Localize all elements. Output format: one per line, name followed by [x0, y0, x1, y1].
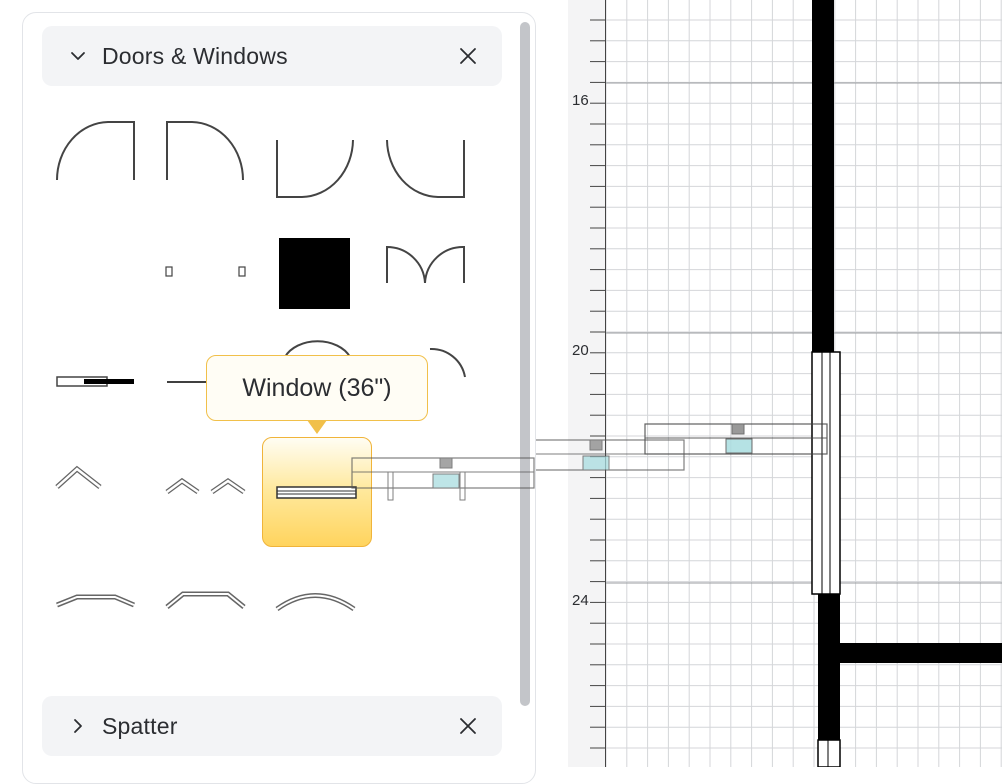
shape-curved-bow-window[interactable] [260, 547, 370, 657]
revolving-door-icon [284, 340, 351, 358]
window-icon [276, 486, 357, 499]
panel-scrollbar[interactable] [520, 22, 530, 706]
ruler-label-20: 20 [572, 342, 589, 359]
opening-icon [165, 266, 246, 277]
chevron-down-icon[interactable] [66, 44, 90, 68]
shape-door-partial[interactable] [370, 327, 480, 437]
shape-bay-window-wide[interactable] [150, 547, 260, 657]
shape-pocket-door[interactable] [150, 327, 260, 437]
double-bay-window-icon [165, 477, 246, 495]
door-swing-icon [56, 121, 135, 181]
close-icon[interactable] [456, 714, 480, 738]
shape-opening[interactable] [150, 215, 260, 325]
column-icon [279, 238, 350, 309]
chevron-right-icon[interactable] [66, 714, 90, 738]
shape-double-door[interactable] [370, 215, 480, 325]
shape-sliding-door[interactable] [40, 327, 150, 437]
shape-door-swing-down-left[interactable] [260, 100, 370, 210]
drawing-canvas[interactable] [568, 0, 1002, 767]
tooltip-arrow [307, 420, 327, 434]
shape-door-swing-right[interactable] [150, 100, 260, 210]
section-title: Doors & Windows [102, 43, 288, 69]
curved-bow-window-icon [275, 593, 356, 612]
door-swing-icon [276, 139, 354, 198]
tooltip-text: Window (36") [242, 374, 392, 402]
section-header-doors-windows[interactable]: Doors & Windows [42, 26, 502, 86]
vertical-ruler [568, 0, 606, 767]
shape-bow-window[interactable] [40, 547, 150, 657]
bay-window-icon [165, 591, 246, 609]
grid-canvas [576, 0, 1002, 767]
ruler-label-16: 16 [572, 92, 589, 109]
shape-door-swing-left[interactable] [40, 100, 150, 210]
section-header-spatter[interactable]: Spatter [42, 696, 502, 756]
shape-bay-window[interactable] [40, 437, 150, 547]
shape-double-bay-window[interactable] [150, 437, 260, 547]
pocket-door-icon [167, 381, 210, 383]
shape-column[interactable] [260, 215, 370, 325]
double-door-icon [386, 245, 465, 284]
bow-window-icon [56, 594, 135, 608]
shape-window-36[interactable] [262, 437, 372, 547]
bay-window-icon [55, 465, 102, 489]
door-swing-icon [166, 121, 244, 181]
shape-tooltip: Window (36") [206, 355, 428, 421]
door-swing-icon [429, 347, 466, 378]
shape-revolving-door[interactable] [260, 327, 370, 437]
close-icon[interactable] [456, 44, 480, 68]
sliding-door-icon [56, 376, 134, 387]
section-title: Spatter [102, 713, 178, 739]
shape-door-swing-down-right[interactable] [370, 100, 480, 210]
ruler-label-24: 24 [572, 592, 589, 609]
door-swing-icon [386, 139, 465, 198]
